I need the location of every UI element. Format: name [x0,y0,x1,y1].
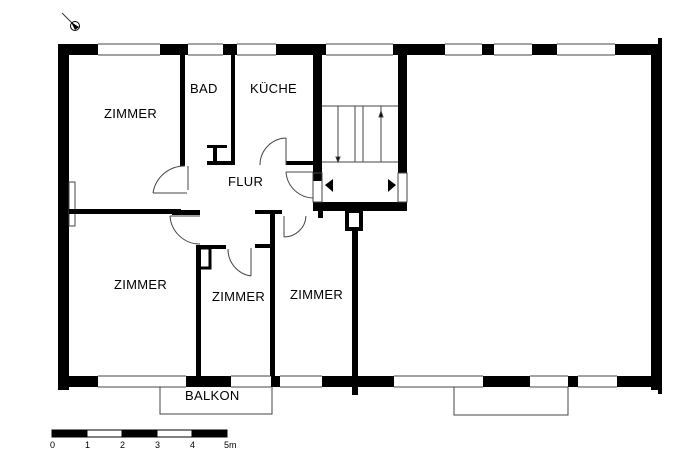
interior-walls [69,55,407,395]
windows [68,43,617,388]
room-label-flur: FLUR [228,174,264,189]
room-label-zimmer-bottom-right: ZIMMER [290,287,344,302]
scale-bar [51,429,228,438]
scale-tick-3: 3 [155,440,161,450]
room-label-zimmer-bottom-left: ZIMMER [114,277,168,292]
room-label-zimmer-top-left: ZIMMER [104,106,158,121]
room-label-zimmer-bottom-mid: ZIMMER [212,289,266,304]
scale-tick-2: 2 [120,440,126,450]
scale-tick-4: 4 [190,440,196,450]
triangle-left-icon [325,179,333,192]
scale-tick-5: 5m [224,440,237,450]
staircase [322,105,398,164]
north-arrow-icon [61,12,80,31]
scale-tick-0: 0 [50,440,56,450]
room-label-balkon: BALKON [185,388,240,403]
scale-tick-1: 1 [85,440,91,450]
room-label-bad: BAD [190,81,218,96]
exterior-walls [58,38,662,394]
room-label-kueche: KÜCHE [250,81,298,96]
balconies [159,387,569,416]
doors [152,137,408,277]
triangle-right-icon [388,179,396,192]
